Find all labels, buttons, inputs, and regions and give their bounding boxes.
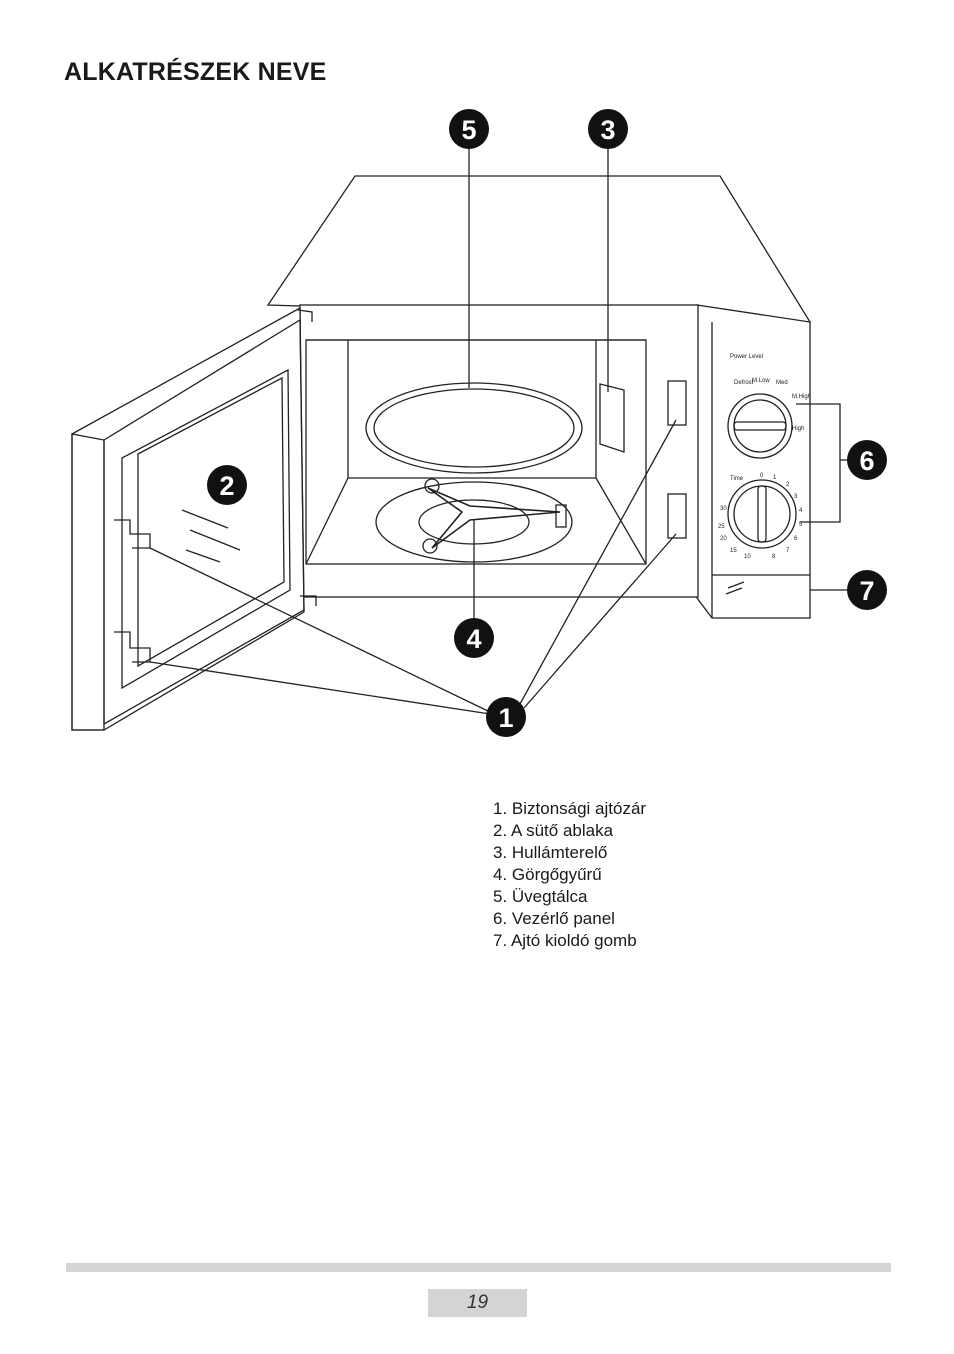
leader-1b [149, 661, 491, 715]
svg-text:7: 7 [859, 576, 874, 606]
time-mark: 1 [773, 475, 777, 481]
list-item: 7. Ajtó kioldó gomb [493, 931, 637, 950]
power-setting: M.High [792, 394, 811, 400]
leader-1d [523, 533, 677, 709]
timer-dial [727, 479, 797, 549]
time-mark: 6 [794, 536, 798, 542]
svg-text:1: 1 [498, 703, 513, 733]
time-mark: 10 [744, 554, 751, 560]
latch-slot-lower [667, 493, 687, 539]
time-mark: 5 [799, 522, 803, 528]
latch-slot-upper [667, 380, 687, 426]
power-setting: Defrost [734, 380, 754, 386]
list-item: 4. Görgőgyűrű [493, 865, 602, 884]
power-setting: Med [776, 380, 788, 386]
list-item: 5. Üvegtálca [493, 887, 588, 906]
time-mark: 15 [730, 548, 737, 554]
door [71, 306, 305, 731]
svg-text:3: 3 [600, 115, 615, 145]
svg-text:2: 2 [219, 471, 234, 501]
callout-7: 7 [847, 570, 887, 610]
list-item: 6. Vezérlő panel [493, 909, 615, 928]
time-mark: 7 [786, 548, 790, 554]
door-hook-upper [114, 519, 151, 549]
waveguide-cover [599, 383, 625, 453]
door-hook-lower [114, 631, 151, 663]
time-mark: 3 [794, 494, 798, 500]
power-setting: M.Low [752, 378, 770, 384]
callout-4: 4 [454, 618, 494, 658]
time-mark: 0 [760, 473, 764, 479]
parts-list: 1. Biztonsági ajtózár 2. A sütő ablaka 3… [493, 798, 646, 952]
footer-divider [66, 1263, 891, 1272]
time-mark: 20 [720, 536, 727, 542]
page-title: ALKATRÉSZEK NEVE [64, 58, 327, 86]
svg-text:6: 6 [859, 446, 874, 476]
control-panel-housing [696, 304, 811, 619]
callout-5: 5 [449, 109, 489, 149]
time-mark: 2 [786, 482, 790, 488]
svg-text:5: 5 [461, 115, 476, 145]
svg-text:4: 4 [466, 624, 481, 654]
list-item: 2. A sütő ablaka [493, 821, 614, 840]
microwave-diagram: Power Level Defrost M.Low Med M.High Hig… [71, 109, 887, 737]
time-mark: 8 [772, 554, 776, 560]
bracket-6 [796, 403, 841, 523]
time-mark: 4 [799, 508, 803, 514]
page-number: 19 [428, 1289, 527, 1317]
power-level-dial [727, 393, 793, 459]
callout-1: 1 [486, 697, 526, 737]
power-label: Power Level [730, 354, 763, 360]
door-window [121, 368, 291, 690]
list-item: 1. Biztonsági ajtózár [493, 799, 647, 818]
time-label: Time [730, 476, 744, 482]
oven-cavity-frame [299, 304, 699, 598]
time-mark: 30 [720, 506, 727, 512]
leader-1a [149, 547, 491, 713]
glass-tray [365, 382, 583, 474]
power-setting: High [792, 426, 804, 432]
time-mark: 25 [718, 524, 725, 530]
callout-2: 2 [207, 465, 247, 505]
callout-3: 3 [588, 109, 628, 149]
cabinet-top [266, 175, 812, 323]
callout-6: 6 [847, 440, 887, 480]
leader-1c [519, 419, 677, 705]
list-item: 3. Hullámterelő [493, 843, 608, 862]
